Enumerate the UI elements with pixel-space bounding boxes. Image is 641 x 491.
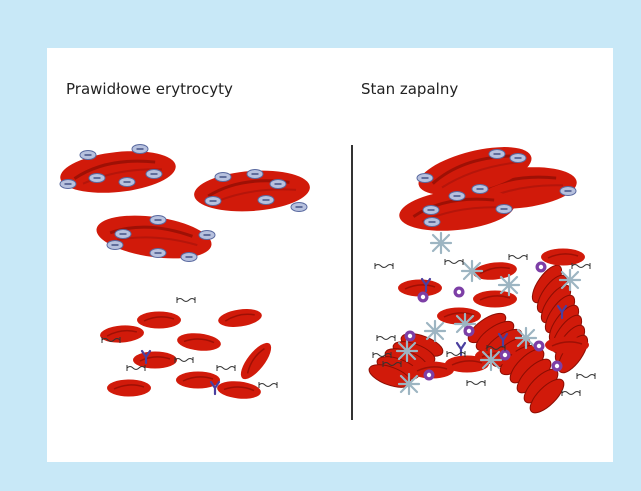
normal-cell-small: [99, 307, 276, 401]
diagram-panel: Prawidłowe erytrocyty Stan zapalny: [47, 48, 613, 462]
erythrocyte-illustration: [47, 48, 613, 462]
